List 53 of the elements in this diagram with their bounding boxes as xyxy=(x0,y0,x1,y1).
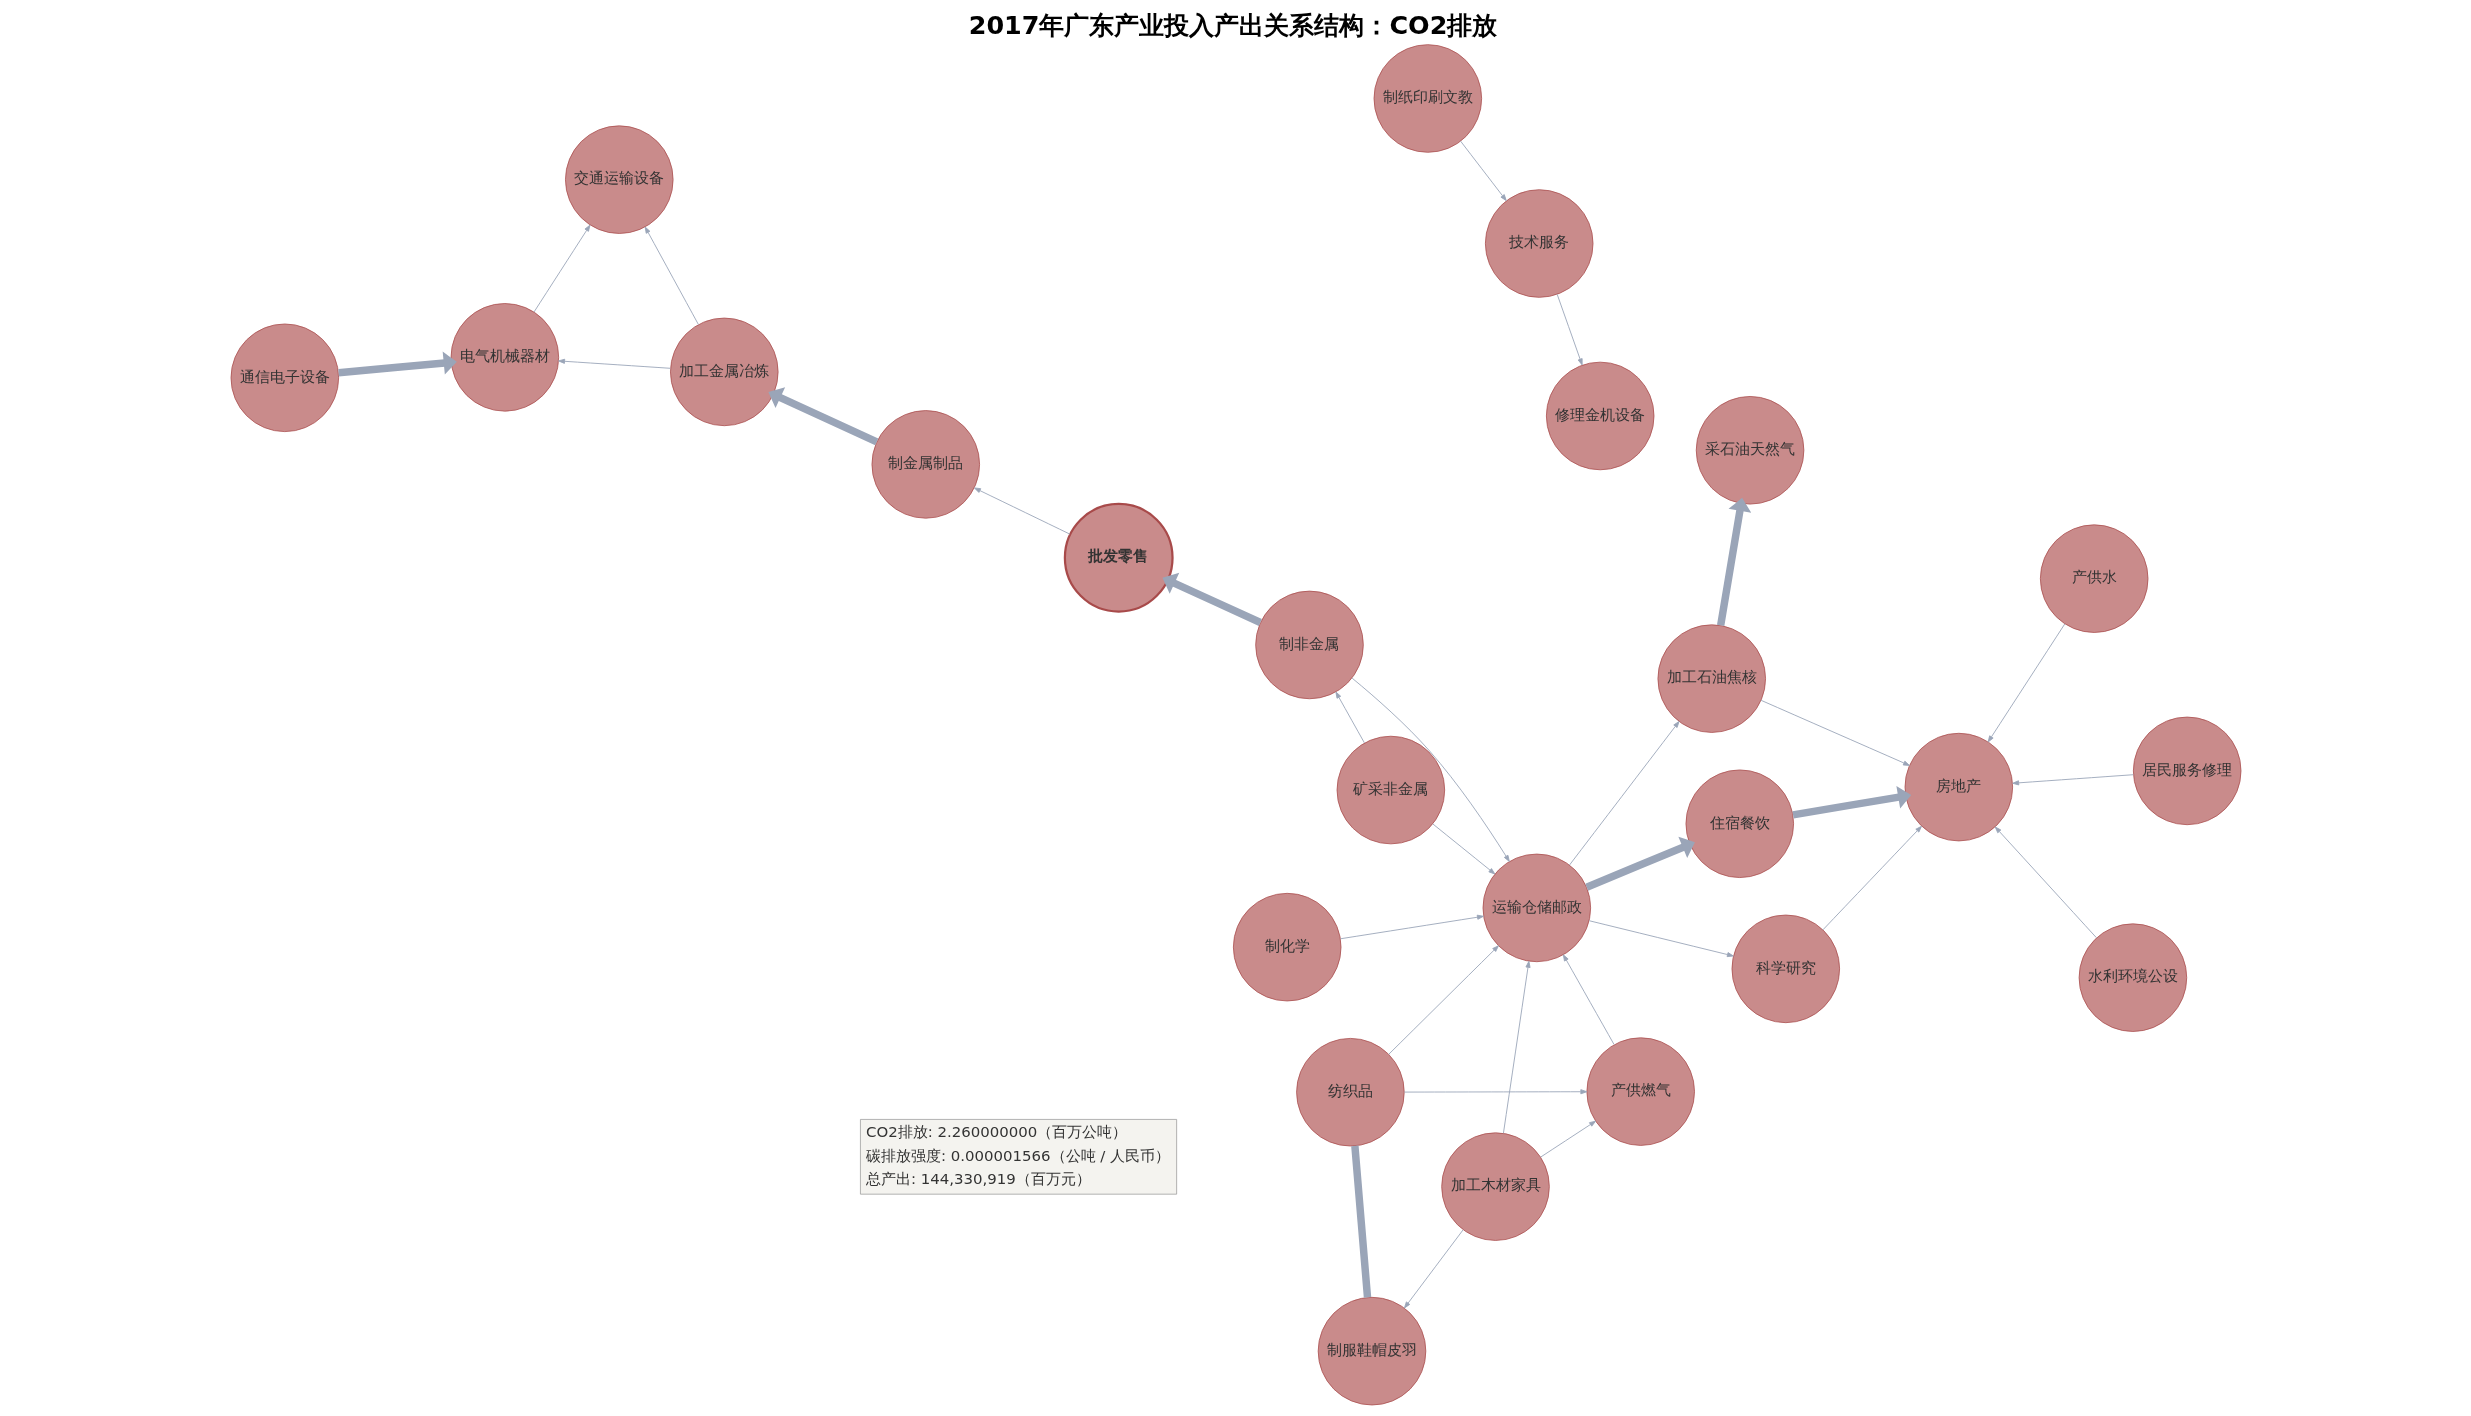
arrow xyxy=(533,224,590,313)
node-circle: 批发零售 xyxy=(1063,502,1174,613)
node-circle: 科学研究 xyxy=(1731,914,1840,1024)
node-circle: 居民服务修理 xyxy=(2132,716,2241,826)
label: 总产出: 144,330,919（百万元） xyxy=(865,1170,1091,1189)
arrow xyxy=(1339,914,1484,940)
arrow xyxy=(1987,623,2065,743)
arrow xyxy=(1760,699,1910,766)
arrow xyxy=(1584,836,1695,891)
node-circle: 电气机械器材 xyxy=(450,303,559,412)
arrow xyxy=(1539,1120,1596,1158)
arrow xyxy=(973,487,1070,535)
arrow xyxy=(1334,691,1365,744)
label: CO2排放: 2.260000000（百万公吨） xyxy=(865,1122,1127,1141)
arrow xyxy=(1403,1229,1463,1309)
node-circle: 产供水 xyxy=(2039,524,2148,633)
arrow xyxy=(767,387,878,446)
node-circle: 水利环境公设 xyxy=(2078,923,2187,1032)
connector xyxy=(1350,1145,1371,1298)
arrow xyxy=(1502,960,1531,1134)
node-circle: 通信电子设备 xyxy=(230,323,339,432)
arrow xyxy=(1562,954,1615,1045)
node-circle: 加工石油焦核 xyxy=(1657,624,1766,733)
node-circle: 技术服务 xyxy=(1484,189,1593,298)
label: 碳排放强度: 0.000001566（公吨 / 人民币） xyxy=(865,1146,1170,1165)
node-circle: 住宿餐饮 xyxy=(1685,769,1794,878)
arrow xyxy=(557,358,671,369)
arrow xyxy=(1994,826,2097,939)
node-circle: 加工木材家具 xyxy=(1440,1132,1550,1241)
arrow xyxy=(1588,920,1734,958)
arrow xyxy=(1351,677,1510,862)
arrow xyxy=(2011,774,2134,786)
arrow xyxy=(1162,572,1262,626)
arrow xyxy=(1459,140,1507,202)
arrow xyxy=(1431,823,1495,875)
arrow xyxy=(1403,1089,1587,1095)
diagram-title: 2017年广东产业投入产出关系结构：CO2排放 xyxy=(968,9,1497,40)
node-circle: 纺织品 xyxy=(1295,1038,1405,1147)
node-circle: 矿采非金属 xyxy=(1336,735,1445,845)
arrow xyxy=(644,226,699,326)
arrow xyxy=(1556,293,1583,366)
node-circle: 制化学 xyxy=(1232,892,1341,1002)
arrow xyxy=(1791,785,1911,819)
node-circle: 制纸印刷文教 xyxy=(1373,44,1482,153)
node-circle: 制服鞋帽皮羽 xyxy=(1317,1296,1426,1406)
arrow xyxy=(1387,945,1499,1055)
arrow xyxy=(1821,825,1922,931)
node-circle: 加工金属冶炼 xyxy=(669,317,778,427)
arrow xyxy=(337,351,457,377)
arrow xyxy=(1568,721,1679,866)
arrow xyxy=(1716,497,1751,626)
node-circle: 采石油天然气 xyxy=(1695,396,1804,505)
node-circle: 修理金机设备 xyxy=(1545,361,1654,471)
